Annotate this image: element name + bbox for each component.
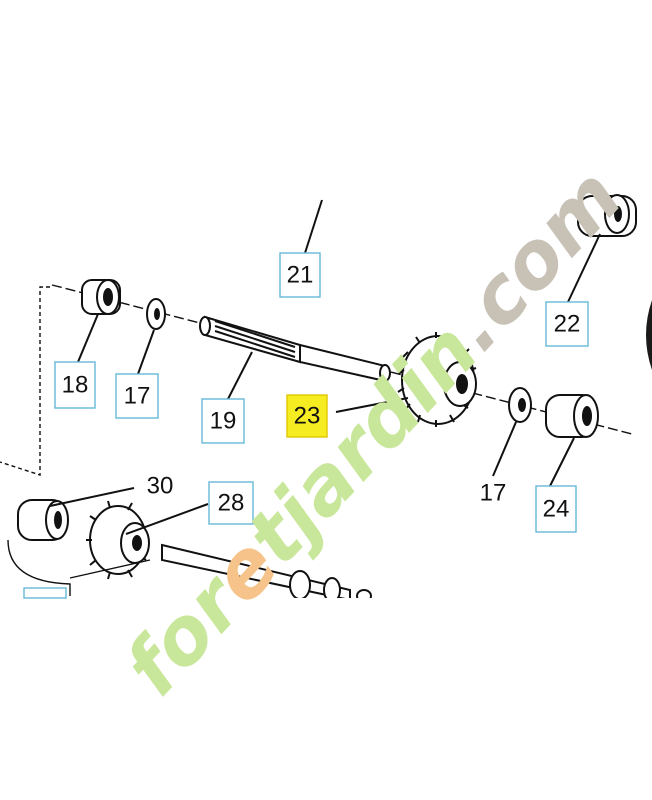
leader-17b: [492, 421, 517, 477]
lower-bracket-line: [7, 539, 71, 596]
bushing-22: [577, 194, 637, 237]
callout-23: 23: [286, 394, 328, 438]
assembly-bracket-line: [0, 286, 50, 476]
callout-19: 19: [201, 398, 245, 444]
callout-21-label: 21: [287, 262, 314, 289]
shaft-19: [199, 315, 391, 383]
gear-23: [397, 332, 477, 427]
leader-23: [335, 397, 409, 413]
leader-22: [567, 233, 601, 303]
leader-17a: [137, 329, 155, 375]
callout-18-label: 18: [62, 372, 89, 399]
callout-28-label: 28: [218, 490, 245, 517]
callout-17-left-label: 17: [124, 383, 151, 410]
watermark-part4: .com: [430, 152, 640, 368]
callout-17-left: 17: [115, 373, 159, 419]
bearing-24: [545, 394, 599, 438]
leader-19: [227, 351, 253, 400]
callout-19-label: 19: [210, 408, 237, 435]
bearing-18: [81, 279, 121, 315]
cropped-callout-box: [23, 587, 67, 599]
crop-area: [0, 598, 652, 800]
callout-22-label: 22: [554, 311, 581, 338]
label-17-right: 17: [480, 480, 507, 507]
leader-21: [304, 199, 323, 254]
callout-23-label: 23: [294, 403, 321, 430]
leader-30: [49, 487, 135, 507]
leader-18: [77, 313, 99, 363]
washer-17-left: [146, 298, 166, 330]
callout-28: 28: [208, 481, 254, 525]
washer-17-right: [508, 387, 532, 423]
callout-24: 24: [535, 485, 577, 533]
leader-24: [549, 437, 575, 487]
label-30: 30: [147, 473, 174, 500]
housing-edge: [646, 300, 652, 370]
callout-21: 21: [279, 252, 321, 298]
callout-18: 18: [54, 361, 96, 409]
leader-28: [125, 503, 209, 535]
lower-axis-line: [69, 559, 151, 579]
bushing-30: [17, 499, 69, 541]
callout-22: 22: [545, 301, 589, 347]
callout-24-label: 24: [543, 496, 570, 523]
